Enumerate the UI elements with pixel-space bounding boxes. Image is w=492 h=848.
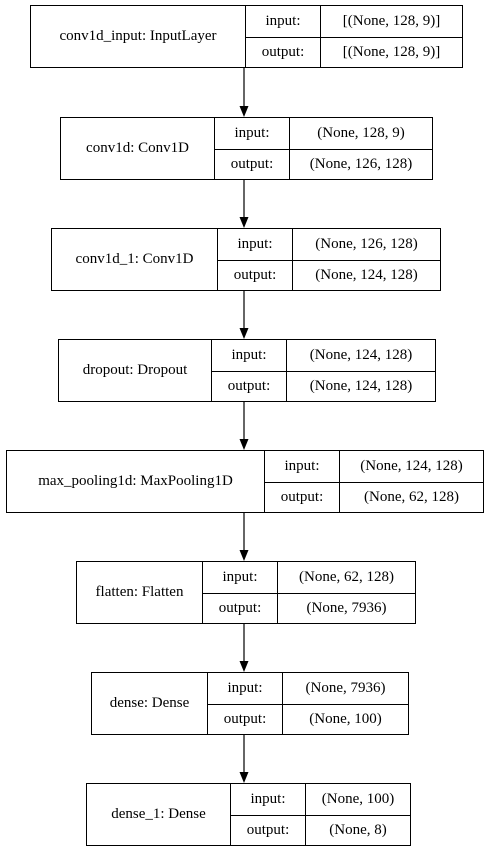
divider: [208, 704, 408, 705]
divider: [231, 815, 410, 816]
layer-name: dense: Dense: [109, 695, 190, 711]
layer-node: dense_1: Dense input: output: (None, 100) (N…: [86, 783, 411, 846]
layer-name: dense_1: Dense: [111, 806, 206, 822]
input-label: input:: [231, 347, 267, 363]
output-shape: [(None, 128, 9)]: [342, 44, 441, 60]
divider: [215, 149, 432, 150]
input-shape: (None, 126, 128): [315, 236, 418, 252]
output-label: output:: [227, 378, 271, 394]
divider: [211, 340, 212, 401]
layer-node: flatten: Flatten input: output: (None, 62, …: [76, 561, 416, 624]
layer-name: flatten: Flatten: [95, 584, 184, 600]
output-shape: (None, 7936): [306, 600, 387, 616]
layer-node: dense: Dense input: output: (None, 7936) (No…: [91, 672, 409, 735]
input-shape: (None, 62, 128): [299, 569, 394, 585]
arrowhead: [239, 772, 249, 783]
layer-node: conv1d_1: Conv1D input: output: (None, 126,…: [51, 228, 441, 291]
input-shape: (None, 128, 9): [317, 125, 405, 141]
divider: [320, 6, 321, 67]
divider: [207, 673, 208, 734]
output-label: output:: [261, 44, 305, 60]
divider: [289, 118, 290, 179]
input-shape: (None, 124, 128): [309, 347, 413, 363]
output-label: output:: [223, 711, 267, 727]
input-label: input:: [284, 458, 320, 474]
input-label: input:: [265, 13, 301, 29]
arrowhead: [239, 439, 249, 450]
input-label: input:: [222, 569, 258, 585]
layer-name: conv1d: Conv1D: [86, 140, 189, 156]
layer-node: max_pooling1d: MaxPooling1D input: output:…: [6, 450, 484, 513]
layer-node: dropout: Dropout input: output: (None, 124,…: [58, 339, 436, 402]
divider: [282, 673, 283, 734]
layer-node: conv1d: Conv1D input: output: (None, 128, 9…: [60, 117, 433, 180]
divider: [245, 6, 246, 67]
divider: [202, 562, 203, 623]
divider: [264, 451, 265, 512]
layer-name: dropout: Dropout: [82, 362, 188, 378]
divider: [305, 784, 306, 845]
divider: [214, 118, 215, 179]
divider: [277, 562, 278, 623]
input-label: input:: [250, 791, 286, 807]
output-shape: (None, 62, 128): [364, 489, 459, 505]
divider: [203, 593, 415, 594]
layer-name: conv1d_1: Conv1D: [75, 251, 194, 267]
output-label: output:: [233, 267, 277, 283]
input-shape: (None, 7936): [305, 680, 386, 696]
input-shape: (None, 100): [321, 791, 395, 807]
arrowhead: [239, 106, 249, 117]
output-label: output:: [280, 489, 324, 505]
arrowhead: [239, 328, 249, 339]
input-shape: [(None, 128, 9)]: [342, 13, 441, 29]
output-shape: (None, 124, 128): [315, 267, 418, 283]
arrowhead: [239, 661, 249, 672]
divider: [292, 229, 293, 290]
input-label: input:: [227, 680, 263, 696]
output-label: output:: [230, 156, 274, 172]
divider: [212, 371, 435, 372]
input-shape: (None, 124, 128): [360, 458, 463, 474]
divider: [218, 260, 440, 261]
arrowhead: [239, 217, 249, 228]
layer-name: max_pooling1d: MaxPooling1D: [38, 473, 233, 489]
divider: [339, 451, 340, 512]
output-label: output:: [218, 600, 262, 616]
output-label: output:: [246, 822, 290, 838]
input-label: input:: [234, 125, 270, 141]
divider: [286, 340, 287, 401]
arrowhead: [239, 550, 249, 561]
divider: [217, 229, 218, 290]
input-label: input:: [237, 236, 273, 252]
divider: [246, 37, 462, 38]
output-shape: (None, 100): [309, 711, 382, 727]
output-shape: (None, 124, 128): [309, 378, 413, 394]
output-shape: (None, 126, 128): [309, 156, 413, 172]
output-shape: (None, 8): [329, 822, 387, 838]
layer-name: conv1d_input: InputLayer: [59, 28, 217, 44]
layer-node: conv1d_input: InputLayer input: output: [(N…: [30, 5, 463, 68]
divider: [265, 482, 483, 483]
divider: [230, 784, 231, 845]
